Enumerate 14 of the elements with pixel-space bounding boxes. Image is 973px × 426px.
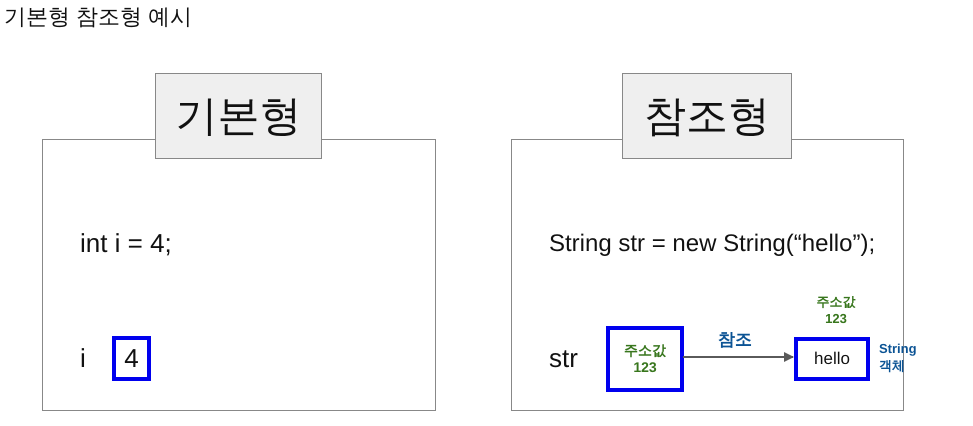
code-line: int i = 4; (80, 228, 172, 259)
value-caption: 주소값 123 (816, 294, 856, 328)
heading-tab: 기본형 (155, 73, 322, 159)
variable-name: i (80, 343, 86, 374)
value-box: hello (794, 337, 870, 381)
heading-tab: 참조형 (622, 73, 792, 159)
value-caption: String 객체 (879, 341, 918, 375)
title: 기본형 참조형 예시 (4, 3, 192, 31)
code-line: String str = new String(“hello”); (549, 230, 876, 258)
panel-box (42, 139, 436, 411)
value-box: 4 (112, 336, 151, 381)
value-box: 주소값 123 (606, 326, 684, 392)
variable-name: str (549, 343, 578, 374)
arrow (683, 352, 794, 362)
